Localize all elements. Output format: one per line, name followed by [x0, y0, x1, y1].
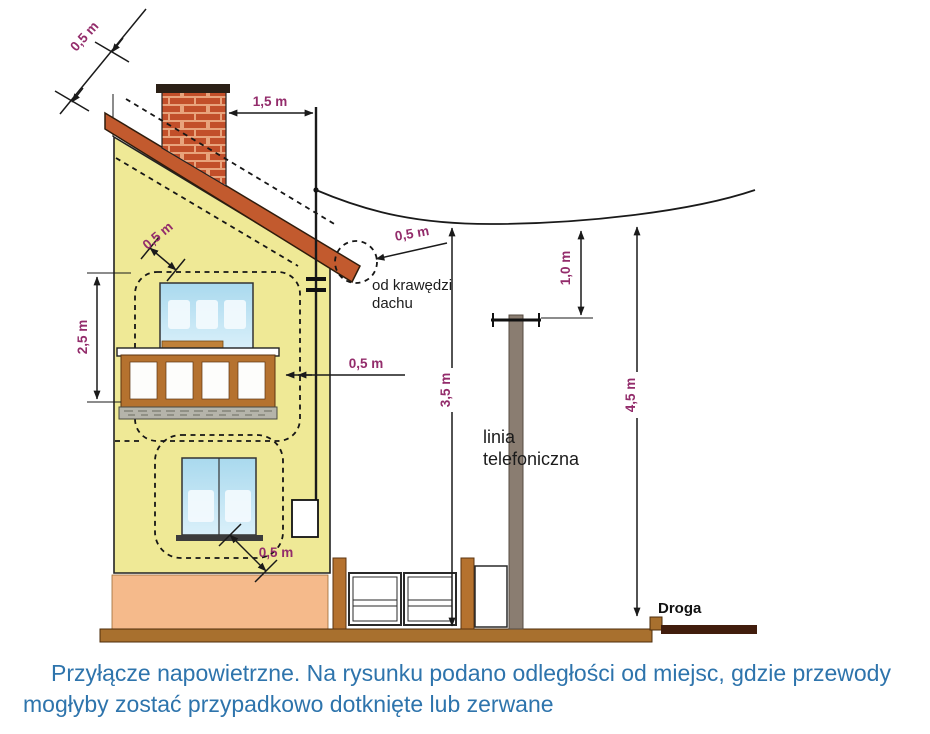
- ground: [99, 628, 653, 643]
- fence-group: [332, 557, 508, 630]
- dim-tick: [166, 258, 186, 282]
- diagram-canvas: 0,5 m 1,5 m 0,5 m od krawędzi dachu 0,5 …: [54, 8, 757, 643]
- balcony-stone-course: [118, 406, 278, 420]
- dim-tick: [140, 236, 160, 260]
- dim-lower-window-clearance: 0,5 m: [218, 523, 294, 583]
- caption-line-1: Przyłącze napowietrzne. Na rysunku podan…: [51, 660, 891, 686]
- dim-storey-height: 2,5 m: [75, 272, 131, 403]
- roof-edge-zone-circle: [334, 240, 378, 284]
- dim-balcony-side-label: 0,5 m: [349, 356, 384, 371]
- gate-panel: [348, 572, 402, 626]
- roof-slab: [104, 111, 361, 284]
- roof-clearance-dashes: [115, 98, 378, 284]
- lower-window-safety-zone: [154, 434, 284, 559]
- dim-tick: [254, 559, 278, 583]
- lower-window-sill: [176, 535, 263, 541]
- dim-lower-window-label: 0,5 m: [259, 545, 294, 560]
- dim-road-clearance-label: 4,5 m: [623, 378, 638, 413]
- upper-window-pane: [168, 300, 190, 329]
- gate-rail: [352, 599, 398, 607]
- dim-line: [375, 242, 448, 261]
- gate-panel: [403, 572, 457, 626]
- balcony-and-upper-window: [116, 282, 280, 420]
- upper-window-pane: [196, 300, 218, 329]
- dim-line: [59, 8, 147, 115]
- dim-roof-edge-label: 0,5 m: [394, 223, 431, 244]
- mast-bracket: [306, 288, 326, 292]
- roof-edge-caption-line2: dachu: [372, 295, 413, 312]
- mast-bracket: [306, 277, 326, 281]
- dim-tick: [218, 523, 242, 547]
- telephone-pole-group: [491, 313, 593, 630]
- dim-road-clearance: 4,5 m: [623, 226, 641, 617]
- caption: Przyłącze napowietrzne. Na rysunku podan…: [23, 658, 930, 720]
- dim-line: [229, 534, 267, 572]
- road-label: Droga: [658, 600, 702, 617]
- gate-panel-inner: [352, 576, 398, 622]
- dim-arrow: [71, 87, 84, 103]
- dim-line: [149, 247, 177, 271]
- dim-ridge-clearance: 0,5 m: [54, 8, 147, 115]
- terrain: [99, 616, 757, 643]
- chimney-cap: [156, 84, 230, 93]
- dim-balcony-side: 0,5 m: [285, 356, 405, 379]
- upper-window-pane: [224, 300, 246, 329]
- house-foundation: [111, 574, 329, 630]
- roof-lower-clearance-line: [115, 157, 299, 267]
- dim-storey-label: 2,5 m: [75, 320, 90, 355]
- telephone-pole: [508, 314, 524, 630]
- dim-yard-clearance-label: 3,5 m: [438, 373, 453, 408]
- phone-line-label-1: linia: [483, 427, 516, 447]
- text-labels: linia telefoniczna Droga: [483, 427, 702, 617]
- fence-post: [460, 557, 475, 630]
- dim-chimney-label: 1,5 m: [253, 94, 288, 109]
- roof-upper-clearance-line: [125, 98, 337, 226]
- lower-window-pane: [225, 490, 251, 522]
- service-wire: [315, 189, 756, 225]
- railing-panel: [237, 361, 266, 400]
- fence-post: [332, 557, 347, 630]
- railing-panel: [129, 361, 158, 400]
- lower-window-pane: [188, 490, 214, 522]
- dim-chimney-distance: 1,5 m: [228, 94, 314, 117]
- lower-window-group: [176, 457, 263, 541]
- dim-ridge-label: 0,5 m: [67, 18, 101, 54]
- dim-phone-gap-label: 1,0 m: [558, 251, 573, 286]
- dim-roof-edge: 0,5 m od krawędzi dachu: [372, 223, 452, 312]
- phone-line-label-2: telefoniczna: [483, 449, 580, 469]
- side-gate: [474, 565, 508, 628]
- dim-arrow: [111, 37, 124, 53]
- meter-box: [291, 499, 319, 538]
- dim-yard-clearance: 3,5 m: [438, 227, 456, 627]
- dim-phone-gap: 1,0 m: [558, 230, 585, 316]
- service-mast-group: [291, 107, 326, 538]
- roof-edge-caption-line1: od krawędzi: [372, 277, 452, 294]
- railing-panel: [165, 361, 194, 400]
- road: [661, 625, 757, 634]
- curb: [649, 616, 663, 631]
- railing-panel: [201, 361, 230, 400]
- caption-line-2: mogłyby zostać przypadkowo dotknięte lub…: [23, 691, 554, 717]
